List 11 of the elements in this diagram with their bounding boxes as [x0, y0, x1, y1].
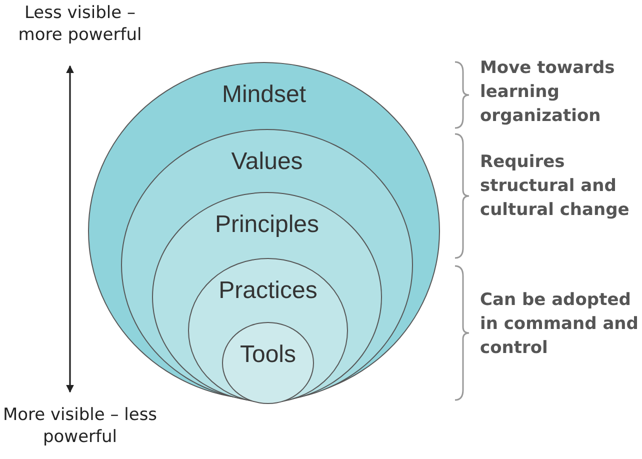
axis-end-label: Less visible – more powerful — [17, 2, 143, 46]
layer-label: Practices — [218, 277, 318, 305]
note-text: Requires structural and cultural change — [480, 151, 630, 222]
layer-label: Mindset — [222, 81, 306, 109]
axis-end-label: More visible – less powerful — [2, 404, 158, 448]
layer-label: Tools — [240, 341, 296, 369]
layer-label: Principles — [214, 211, 320, 239]
double-arrow — [66, 65, 74, 393]
note-text: Can be adopted in command and control — [480, 289, 640, 360]
note-text: Move towards learning organization — [480, 57, 616, 128]
layer-label: Values — [231, 148, 303, 176]
